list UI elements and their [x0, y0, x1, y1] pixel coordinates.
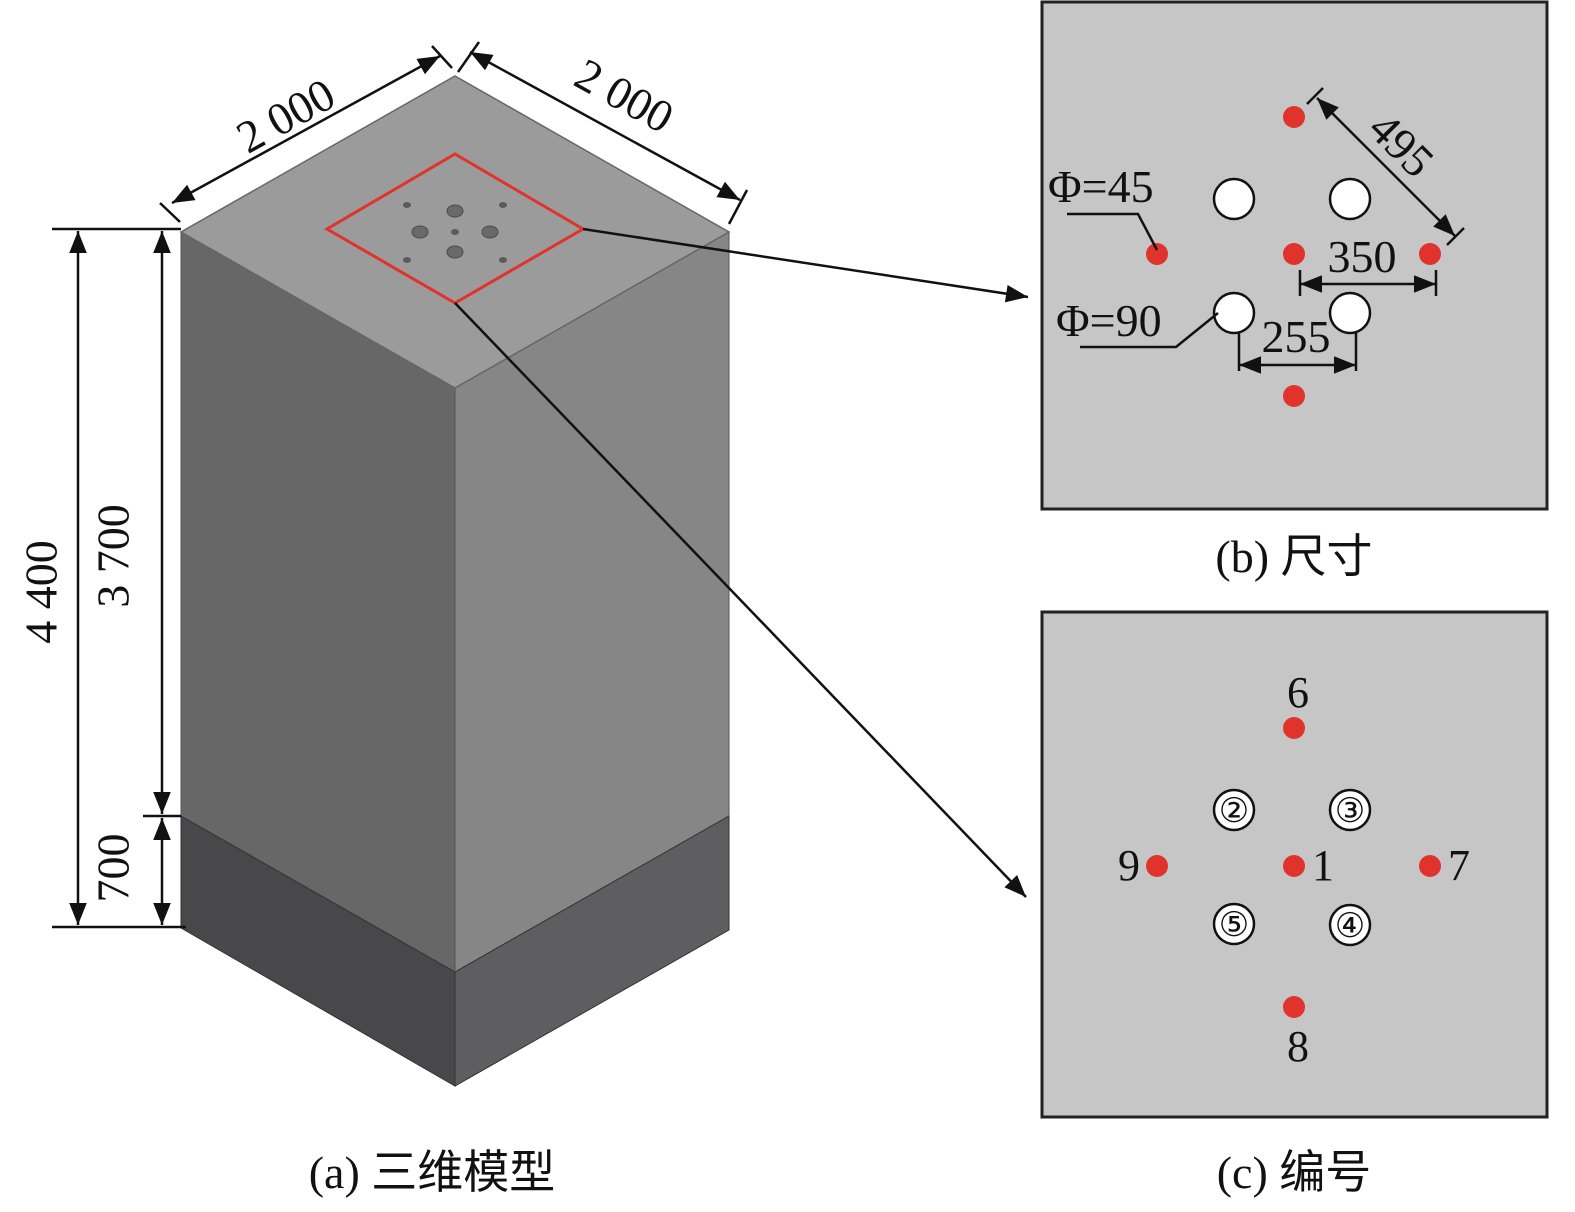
- red-point-1: [1283, 855, 1305, 877]
- panel-b-dimensions: Φ=45 Φ=90 495 350 255 (b) 尺寸: [1040, 0, 1549, 582]
- dim-upper-height-label: 3 700: [88, 504, 139, 608]
- hole-large: [411, 225, 429, 239]
- red-point-7: [1419, 855, 1441, 877]
- label-phi90: Φ=90: [1056, 295, 1162, 346]
- large-hole-3: [1328, 788, 1372, 832]
- large-hole-2: [1212, 788, 1256, 832]
- hole-large: [446, 245, 464, 259]
- dim-total-height-label: 4 400: [16, 540, 67, 644]
- hole-large: [481, 225, 499, 239]
- large-hole: [1328, 177, 1372, 221]
- label-hole-4: ④: [1335, 908, 1365, 945]
- large-hole: [1212, 291, 1256, 335]
- red-point-8: [1283, 996, 1305, 1018]
- red-point-9: [1146, 855, 1168, 877]
- leader-to-panel-c: [454, 302, 1027, 898]
- top-face-holes: [403, 202, 507, 263]
- red-point-6: [1283, 717, 1305, 739]
- hole-small: [451, 229, 459, 235]
- large-hole: [1328, 291, 1372, 335]
- label-hole-3: ③: [1335, 793, 1365, 830]
- label-point-6: 6: [1287, 668, 1309, 717]
- label-350: 350: [1328, 231, 1397, 282]
- hole-small: [403, 257, 411, 263]
- hole-large: [446, 204, 464, 218]
- dim-base-height-label: 700: [88, 834, 139, 903]
- red-point: [1419, 243, 1441, 265]
- leader-phi90: [1080, 312, 1219, 349]
- red-point: [1283, 243, 1305, 265]
- red-point: [1283, 385, 1305, 407]
- hole-small: [499, 257, 507, 263]
- red-point: [1283, 106, 1305, 128]
- base-right-face: [454, 815, 730, 1087]
- label-point-7: 7: [1448, 841, 1470, 890]
- large-hole-5: [1212, 902, 1256, 946]
- label-hole-2: ②: [1219, 793, 1249, 830]
- label-255: 255: [1262, 311, 1331, 362]
- hole-small: [403, 202, 411, 208]
- panel-b-caption: (b) 尺寸: [1215, 531, 1372, 582]
- panel-a-3d-model: 2 000 2 000 4 400 3 700 700 (a) 三维模型: [16, 41, 1029, 1198]
- panel-c-numbering: ② ③ ④ ⑤ 1 6 7 8 9 (c) 编号: [1040, 610, 1549, 1198]
- label-point-8: 8: [1287, 1022, 1309, 1071]
- panel-c-caption: (c) 编号: [1217, 1147, 1372, 1198]
- hole-small: [499, 202, 507, 208]
- label-point-9: 9: [1118, 841, 1140, 890]
- large-hole-4: [1328, 903, 1372, 947]
- label-phi45: Φ=45: [1048, 161, 1154, 212]
- red-point: [1146, 243, 1168, 265]
- label-hole-5: ⑤: [1219, 907, 1249, 944]
- dimension-vertical: 4 400 3 700 700: [16, 227, 186, 929]
- dim-top-right-label: 2 000: [567, 48, 682, 143]
- dim-line-495: [1316, 97, 1456, 237]
- leader-to-panel-b: [582, 227, 1029, 303]
- leader-phi45: [1067, 212, 1159, 251]
- label-point-1: 1: [1312, 841, 1334, 890]
- panel-a-caption: (a) 三维模型: [309, 1147, 556, 1198]
- large-hole: [1212, 177, 1256, 221]
